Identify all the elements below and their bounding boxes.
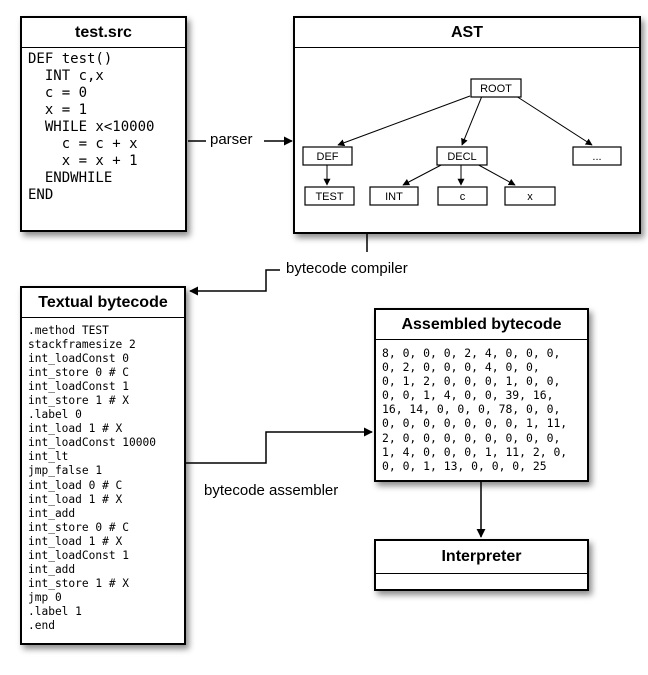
assembled-bytecode-box: Assembled bytecode 8, 0, 0, 0, 2, 4, 0, … bbox=[374, 308, 589, 482]
textual-bytecode-code: .method TEST stackframesize 2 int_loadCo… bbox=[28, 324, 156, 632]
ast-node-c bbox=[437, 186, 488, 206]
edge-root-decl bbox=[461, 95, 483, 146]
assembler-label: bytecode assembler bbox=[204, 482, 339, 499]
ast-node-int bbox=[369, 186, 419, 206]
interpreter-title: Interpreter bbox=[376, 541, 587, 574]
source-code: DEF test() INT c,x c = 0 x = 1 WHILE x<1… bbox=[28, 51, 155, 203]
edge-root-def bbox=[337, 95, 471, 147]
ast-node-def-label: DEF bbox=[317, 151, 339, 163]
ast-node-root-label: ROOT bbox=[480, 83, 512, 95]
ast-node-test bbox=[304, 186, 355, 206]
source-box: test.src DEF test() INT c,x c = 0 x = 1 … bbox=[20, 16, 187, 232]
ast-tree: ROOT DEF DECL ... TEST INT c x bbox=[302, 78, 622, 206]
compiler-arrow-head bbox=[189, 269, 280, 296]
textual-bytecode-title: Textual bytecode bbox=[22, 288, 184, 318]
ast-node-test-label: TEST bbox=[315, 191, 343, 203]
ast-box: AST ROOT DEF DECL ... TEST INT bbox=[293, 16, 641, 234]
ast-node-x bbox=[504, 186, 556, 206]
parser-label: parser bbox=[210, 131, 253, 148]
compiler-label: bytecode compiler bbox=[286, 260, 408, 277]
ast-node-root bbox=[470, 78, 522, 98]
textual-bytecode-box: Textual bytecode .method TEST stackframe… bbox=[20, 286, 186, 645]
assembled-bytecode-code: 8, 0, 0, 0, 2, 4, 0, 0, 0, 0, 2, 0, 0, 0… bbox=[382, 346, 568, 473]
ast-title: AST bbox=[295, 18, 639, 48]
ast-node-decl bbox=[436, 146, 488, 166]
ast-node-decl-label: DECL bbox=[447, 151, 476, 163]
edge-root-ellipsis bbox=[515, 95, 593, 146]
ast-node-def bbox=[302, 146, 353, 166]
ast-node-ellipsis bbox=[572, 146, 622, 166]
ast-node-x-label: x bbox=[527, 191, 533, 203]
edge-decl-x bbox=[474, 162, 516, 186]
ast-node-c-label: c bbox=[460, 191, 466, 203]
ast-node-ellipsis-label: ... bbox=[592, 151, 601, 163]
interpreter-box: Interpreter bbox=[374, 539, 589, 591]
source-title: test.src bbox=[22, 18, 185, 48]
edge-decl-int bbox=[402, 162, 446, 186]
assembler-arrow bbox=[186, 427, 373, 464]
assembled-bytecode-title: Assembled bytecode bbox=[376, 310, 587, 340]
ast-node-int-label: INT bbox=[385, 191, 403, 203]
